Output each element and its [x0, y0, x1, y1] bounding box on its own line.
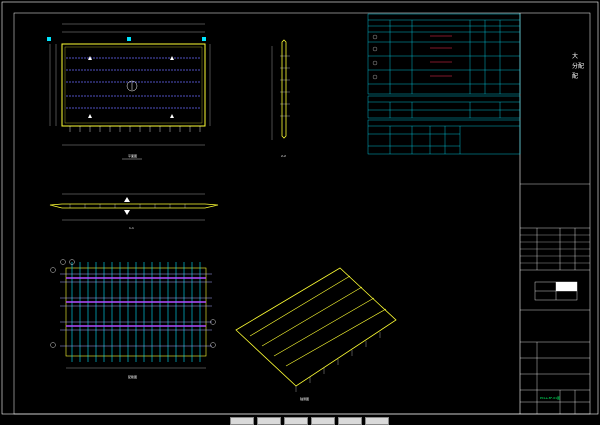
- vertical-title-1: 大: [572, 52, 578, 60]
- iso-view-title: 轴测图: [300, 396, 309, 401]
- vertical-title-3: 配: [572, 73, 578, 80]
- section-2-2-title: 2-2: [281, 154, 286, 158]
- schedule-row-markers: [372, 34, 378, 80]
- rebar-schedule-highlights: [430, 35, 452, 77]
- taskbar-button[interactable]: [257, 417, 281, 425]
- plan-view: 平面图: [47, 23, 211, 160]
- taskbar-button[interactable]: [284, 417, 308, 425]
- title-block: 大 分配 配 PCLa-3F-01: [520, 52, 590, 414]
- plan-view-title: 平面图: [128, 154, 137, 158]
- rebar-layout-view: 配筋图: [50, 259, 216, 379]
- drawing-frame: [13, 12, 591, 415]
- section-1-1: 1-1: [49, 193, 219, 230]
- rebar-view-title: 配筋图: [128, 374, 137, 379]
- section-2-2: 2-2: [271, 39, 290, 158]
- taskbar: [230, 417, 389, 425]
- concrete-table: [367, 119, 521, 155]
- taskbar-button[interactable]: [230, 417, 254, 425]
- vertical-title-2: 分配: [572, 62, 584, 70]
- drawing-number: PCLa-3F-01图: [540, 396, 560, 400]
- rebar-schedule-table: [367, 13, 521, 95]
- embedded-parts-table: [367, 95, 521, 119]
- section-1-1-title: 1-1: [129, 226, 134, 230]
- taskbar-button[interactable]: [365, 417, 389, 425]
- plan-slab-outline: [61, 43, 206, 127]
- taskbar-button[interactable]: [338, 417, 362, 425]
- isometric-view: 轴测图: [235, 267, 397, 401]
- taskbar-button[interactable]: [311, 417, 335, 425]
